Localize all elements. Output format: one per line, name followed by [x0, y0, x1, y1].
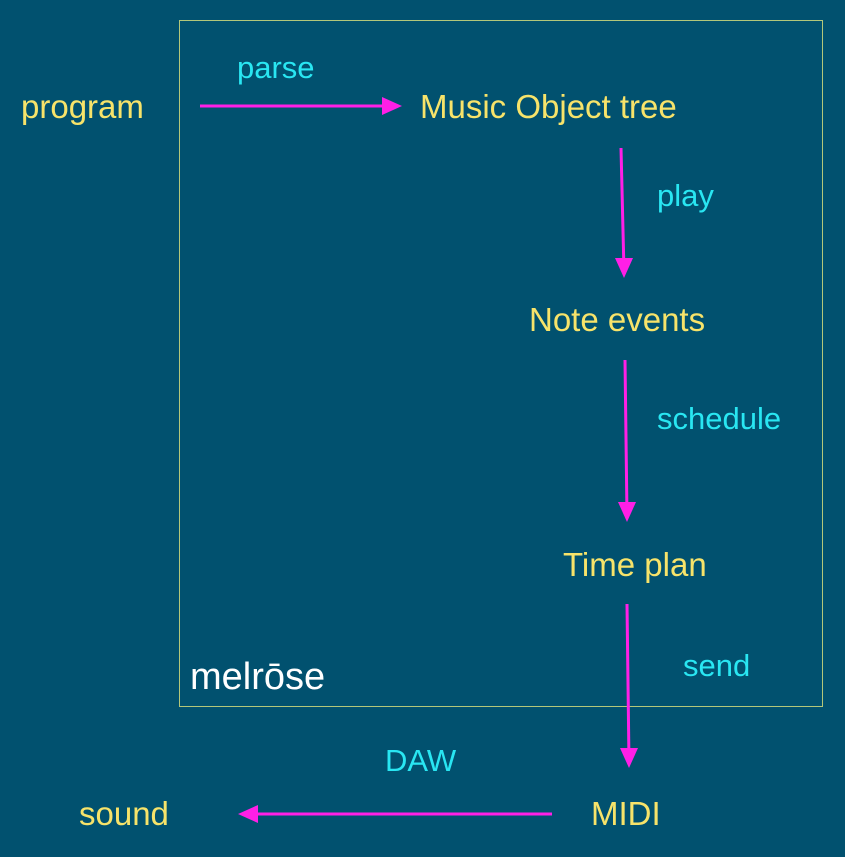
node-note-events: Note events	[529, 301, 706, 338]
arrowhead-sound	[238, 805, 258, 823]
melrose-label: melrōse	[190, 656, 326, 698]
node-program: program	[21, 88, 144, 125]
edge-label-play: play	[657, 178, 714, 213]
arrowhead-tree	[382, 97, 402, 115]
node-sound: sound	[79, 795, 169, 832]
edge-label-send: send	[683, 648, 751, 683]
arrow-time-plan-to-midi	[625, 603, 631, 763]
node-midi: MIDI	[591, 795, 661, 832]
arrow-note-events-to-time-plan	[623, 359, 629, 517]
arrow-tree-to-note-events	[619, 147, 626, 273]
node-music-object-tree: Music Object tree	[420, 88, 677, 125]
node-time-plan: Time plan	[563, 546, 707, 583]
arrowhead-note-events	[615, 258, 633, 278]
melrose-boundary-box	[179, 20, 823, 707]
edge-label-schedule: schedule	[657, 401, 782, 436]
arrowhead-time-plan	[618, 502, 636, 522]
arrowhead-midi	[620, 748, 638, 768]
edge-label-daw: DAW	[385, 743, 457, 778]
edge-label-parse: parse	[237, 50, 315, 85]
